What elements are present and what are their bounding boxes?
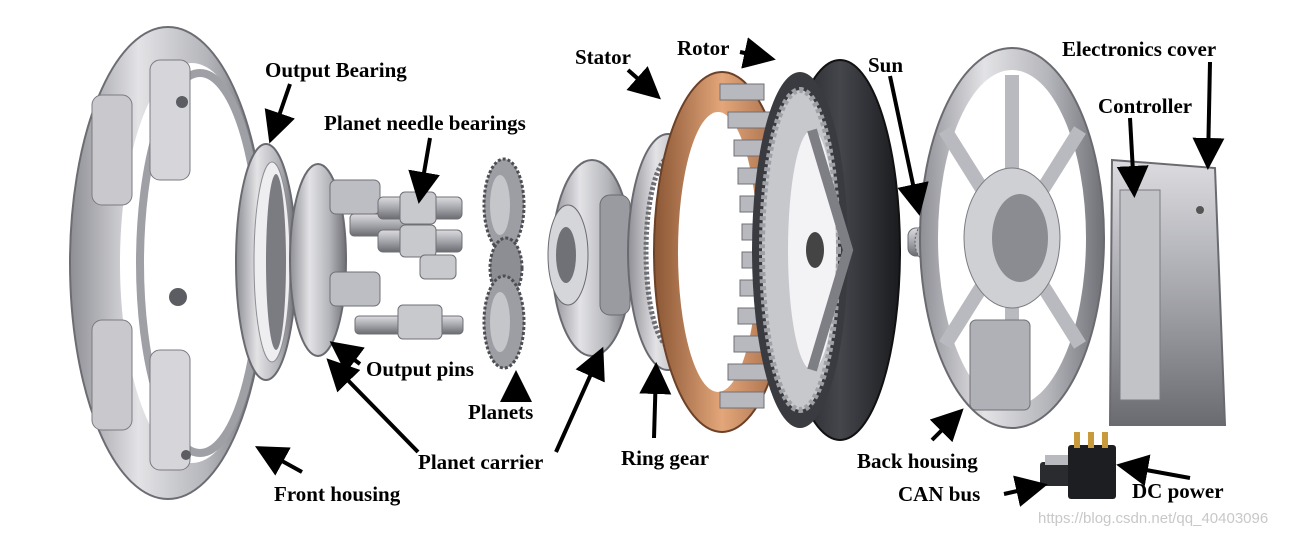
arrow-electronics-cover — [1192, 61, 1225, 170]
arrow-ring-gear — [639, 362, 672, 439]
label-planet-carrier: Planet carrier — [418, 450, 544, 474]
back-housing-part — [919, 47, 1105, 429]
label-electronics-cover: Electronics cover — [1062, 37, 1217, 61]
planet-carrier-part — [547, 159, 633, 357]
label-sun: Sun — [868, 53, 904, 77]
arrow-rotor — [739, 37, 776, 69]
label-rotor: Rotor — [677, 36, 730, 60]
arrow-planet-carrier-right — [554, 346, 605, 453]
arrow-sun — [888, 75, 929, 216]
arrow-dc-power — [1116, 454, 1191, 487]
stator-part — [653, 71, 791, 433]
arrow-back-housing — [929, 408, 964, 443]
dc-power-connector-part — [1068, 432, 1116, 499]
label-stator: Stator — [575, 45, 631, 69]
arrow-output-pins — [329, 341, 365, 374]
label-planet-needle-bearings: Planet needle bearings — [324, 111, 526, 135]
leader-arrows — [254, 37, 1225, 507]
electronics-cover-part — [1108, 158, 1227, 426]
arrow-can-bus — [1003, 475, 1048, 507]
arrow-stator — [626, 66, 661, 100]
label-back-housing: Back housing — [857, 449, 978, 473]
watermark: https://blog.csdn.net/qq_40403096 — [1038, 510, 1269, 527]
label-controller: Controller — [1098, 94, 1193, 118]
output-bearing-part — [235, 143, 297, 381]
rotor-part — [752, 59, 901, 441]
arrow-planet-needle-bearings — [408, 137, 440, 204]
label-ring-gear: Ring gear — [621, 446, 710, 470]
label-dc-power: DC power — [1132, 479, 1224, 503]
label-output-pins: Output pins — [366, 357, 474, 381]
label-can-bus: CAN bus — [898, 482, 981, 506]
label-output-bearing: Output Bearing — [265, 58, 407, 82]
arrow-front-housing — [254, 446, 303, 476]
planet-gears-part — [482, 157, 526, 370]
arrow-output-bearing — [264, 83, 295, 144]
label-planets: Planets — [468, 400, 534, 424]
arrow-controller — [1116, 117, 1149, 198]
label-front-housing: Front housing — [274, 482, 401, 506]
arrow-planet-carrier-left — [326, 358, 420, 454]
